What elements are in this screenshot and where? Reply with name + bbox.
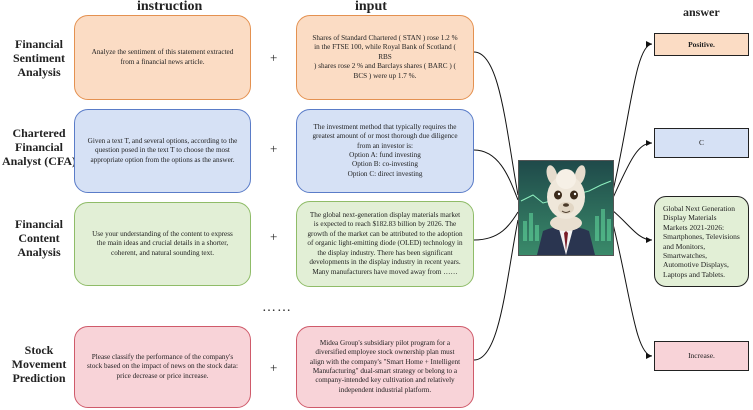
answer-box-sentiment: Positive. (654, 33, 749, 56)
input-header: input (355, 0, 387, 14)
input-text: Midea Group's subsidiary pilot program f… (309, 338, 461, 394)
instruction-box-cfa: Given a text T, and several options, acc… (74, 109, 251, 193)
task-name-cfa: Chartered Financial Analyst (CFA) (1, 126, 77, 168)
input-text: The investment method that typically req… (312, 122, 458, 178)
input-box-content: The global next-generation display mater… (296, 201, 474, 287)
plus-sign: + (270, 229, 278, 244)
connector-input-3 (473, 211, 519, 241)
answer-box-content: Global Next Generation Display Materials… (654, 196, 749, 287)
instruction-box-stock: Please classify the performance of the c… (74, 326, 251, 408)
plus-sign: + (270, 50, 278, 65)
instruction-header: instruction (137, 0, 203, 14)
answer-box-cfa: C (654, 128, 749, 158)
input-text: The global next-generation display mater… (307, 211, 463, 276)
answer-box-stock: Increase. (654, 341, 749, 371)
connector-input-1 (473, 51, 519, 196)
instruction-text: Use your understanding of the content to… (92, 229, 233, 257)
instruction-text: Given a text T, and several options, acc… (87, 136, 238, 164)
plus-sign: + (270, 141, 278, 156)
llama-in-suit-icon (518, 160, 614, 256)
input-box-cfa: The investment method that typically req… (296, 109, 474, 193)
task-name-sentiment: Financial Sentiment Analysis (13, 37, 65, 79)
connector-output-4 (611, 219, 653, 357)
ellipsis: …… (262, 300, 292, 315)
input-text: Shares of Standard Chartered ( STAN ) ro… (312, 33, 458, 80)
connector-input-4 (473, 219, 519, 361)
instruction-box-sentiment: Analyze the sentiment of this statement … (74, 15, 251, 100)
input-box-stock: Midea Group's subsidiary pilot program f… (296, 326, 474, 408)
connector-output-3 (611, 209, 653, 241)
instruction-text: Please classify the performance of the c… (87, 352, 238, 380)
answer-header: answer (683, 5, 720, 19)
connector-output-2 (611, 142, 653, 201)
connector-input-2 (473, 149, 519, 201)
input-box-sentiment: Shares of Standard Chartered ( STAN ) ro… (296, 15, 474, 100)
task-name-content: Financial Content Analysis (14, 217, 63, 259)
task-name-stock: Stock Movement Prediction (11, 343, 67, 385)
instruction-text: Analyze the sentiment of this statement … (91, 48, 234, 66)
plus-sign: + (270, 360, 278, 375)
connector-output-1 (611, 43, 653, 196)
instruction-box-content: Use your understanding of the content to… (74, 202, 251, 286)
